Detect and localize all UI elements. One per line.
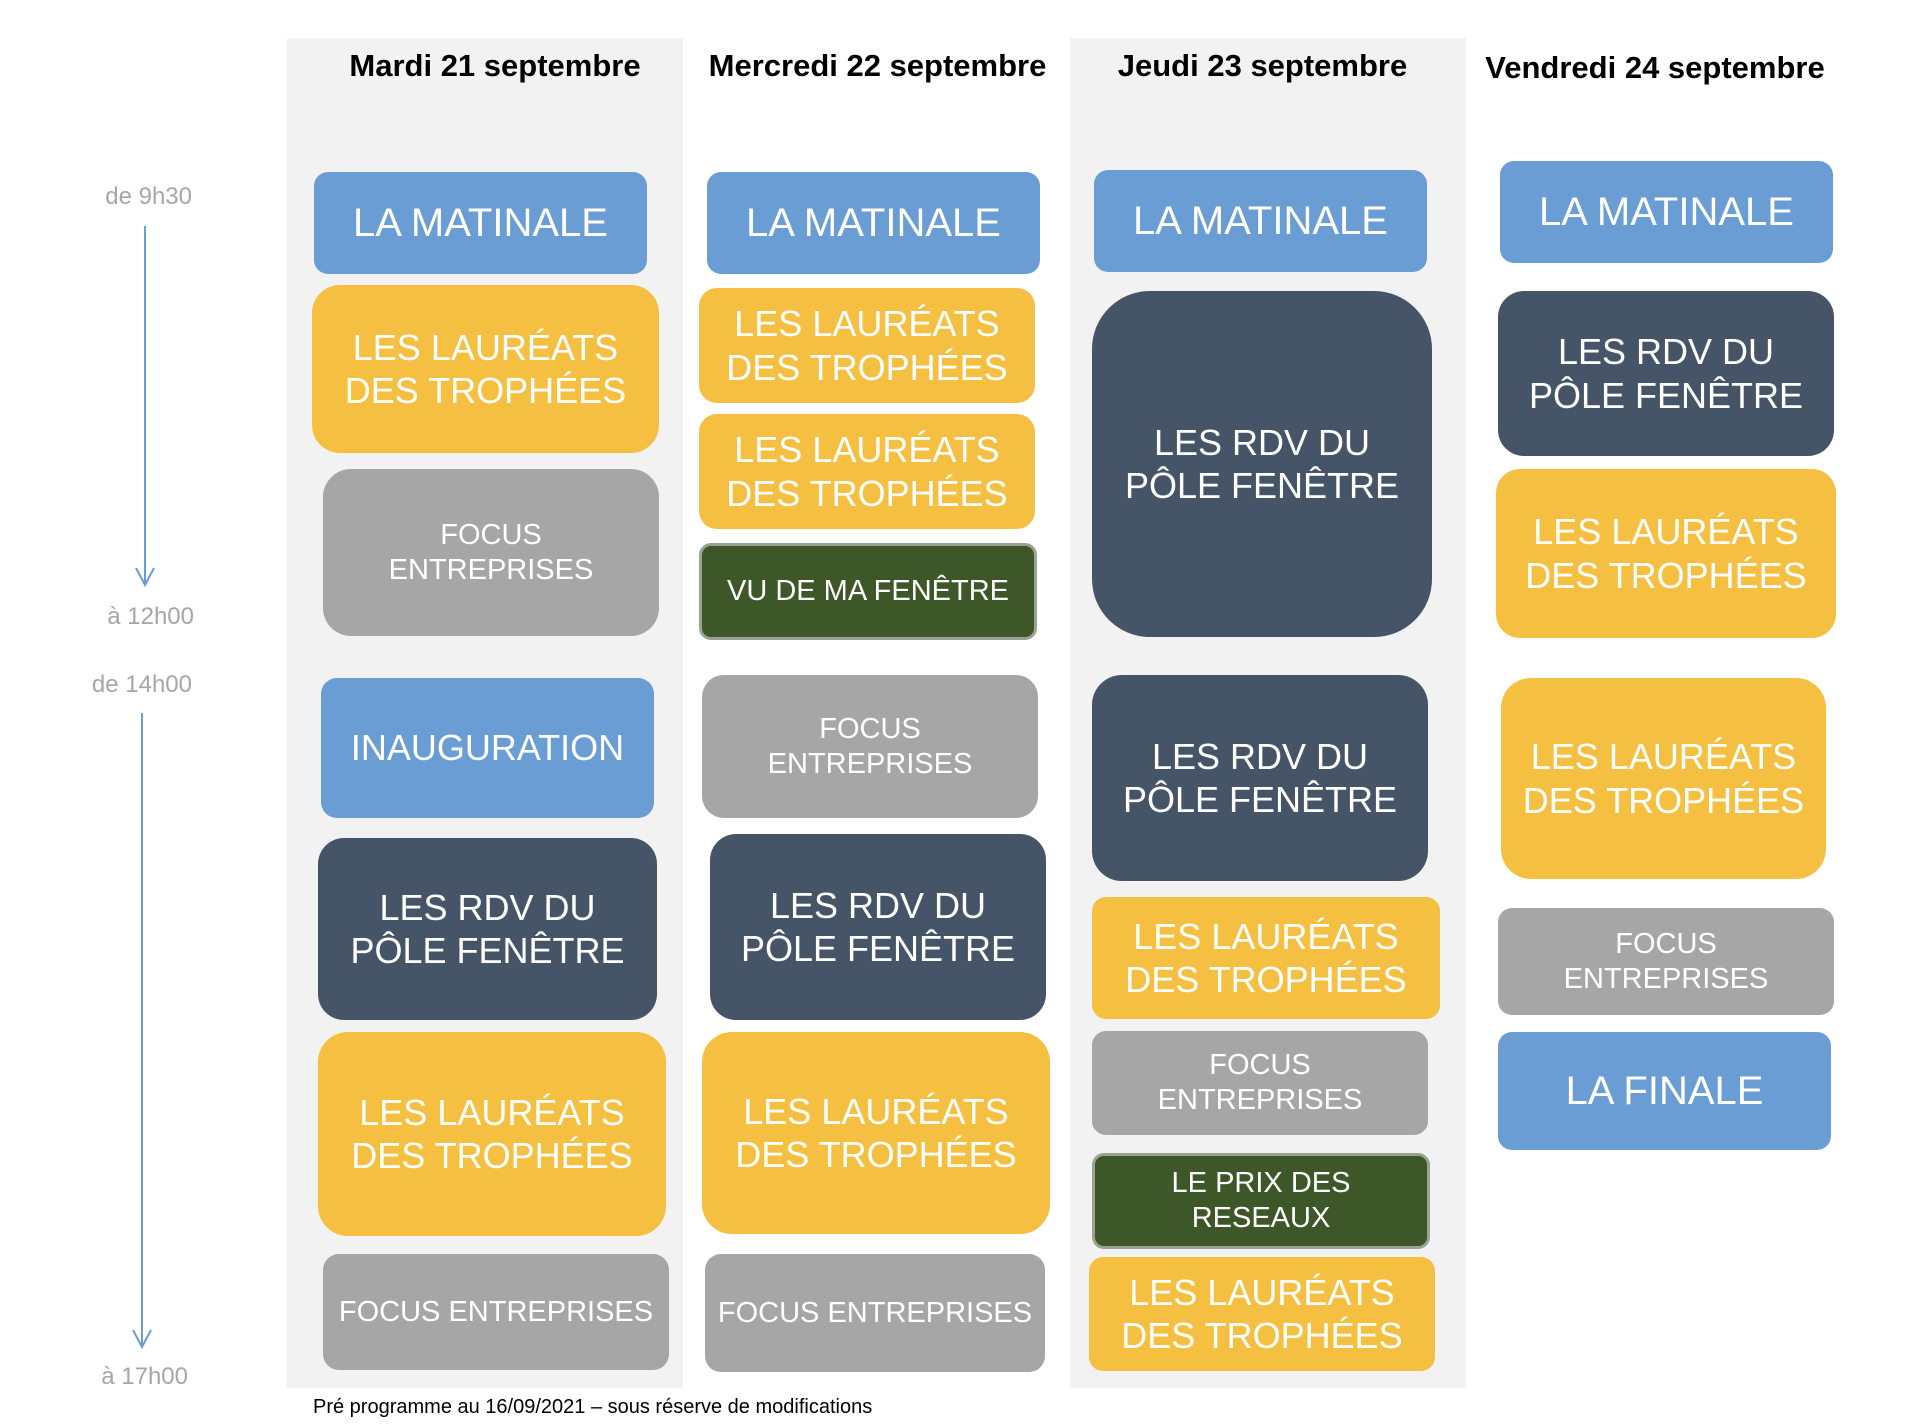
jeudi-rdv-afternoon: LES RDV DU PÔLE FENÊTRE [1092, 675, 1428, 881]
mercredi-vu-de-ma-fenetre: VU DE MA FENÊTRE [699, 543, 1037, 640]
time-morning-start: de 9h30 [105, 183, 192, 210]
day-title-mercredi: Mercredi 22 septembre [708, 48, 1047, 83]
jeudi-laureats-2: LES LAURÉATS DES TROPHÉES [1089, 1257, 1435, 1371]
vendredi-laureats-2: LES LAURÉATS DES TROPHÉES [1501, 678, 1826, 879]
mardi-focus-afternoon: FOCUS ENTREPRISES [323, 1254, 669, 1370]
jeudi-focus: FOCUS ENTREPRISES [1092, 1031, 1428, 1135]
mardi-laureats-afternoon: LES LAURÉATS DES TROPHÉES [318, 1032, 666, 1236]
jeudi-rdv-morning: LES RDV DU PÔLE FENÊTRE [1092, 291, 1432, 637]
mercredi-rdv: LES RDV DU PÔLE FENÊTRE [710, 834, 1046, 1020]
jeudi-matinale: LA MATINALE [1094, 170, 1427, 272]
jeudi-laureats-1: LES LAURÉATS DES TROPHÉES [1092, 897, 1440, 1019]
mardi-laureats-morning: LES LAURÉATS DES TROPHÉES [312, 285, 659, 453]
day-title-vendredi: Vendredi 24 septembre [1485, 50, 1825, 85]
day-title-mardi: Mardi 21 septembre [349, 48, 641, 83]
mercredi-laureats-2: LES LAURÉATS DES TROPHÉES [699, 414, 1035, 529]
vendredi-laureats-1: LES LAURÉATS DES TROPHÉES [1496, 469, 1836, 638]
vendredi-finale: LA FINALE [1498, 1032, 1831, 1150]
mardi-inauguration: INAUGURATION [321, 678, 654, 818]
mardi-rdv: LES RDV DU PÔLE FENÊTRE [318, 838, 657, 1020]
mardi-matinale: LA MATINALE [314, 172, 647, 274]
mercredi-focus-afternoon: FOCUS ENTREPRISES [705, 1254, 1045, 1372]
mercredi-focus-morning: FOCUS ENTREPRISES [702, 675, 1038, 818]
vendredi-focus: FOCUS ENTREPRISES [1498, 908, 1834, 1015]
time-morning-end: à 12h00 [107, 603, 194, 630]
jeudi-prix-des-reseaux: LE PRIX DES RESEAUX [1092, 1153, 1430, 1249]
time-afternoon-end: à 17h00 [101, 1363, 188, 1390]
afternoon-arrow [132, 713, 152, 1350]
time-afternoon-start: de 14h00 [91, 671, 192, 698]
mardi-focus-morning: FOCUS ENTREPRISES [323, 469, 659, 636]
morning-arrow [135, 226, 155, 588]
mercredi-laureats-afternoon: LES LAURÉATS DES TROPHÉES [702, 1032, 1050, 1234]
day-title-jeudi: Jeudi 23 septembre [1117, 48, 1408, 83]
mercredi-matinale: LA MATINALE [707, 172, 1040, 274]
vendredi-rdv: LES RDV DU PÔLE FENÊTRE [1498, 291, 1834, 456]
footnote: Pré programme au 16/09/2021 – sous réser… [313, 1396, 873, 1418]
mercredi-laureats-1: LES LAURÉATS DES TROPHÉES [699, 288, 1035, 403]
vendredi-matinale: LA MATINALE [1500, 161, 1833, 263]
